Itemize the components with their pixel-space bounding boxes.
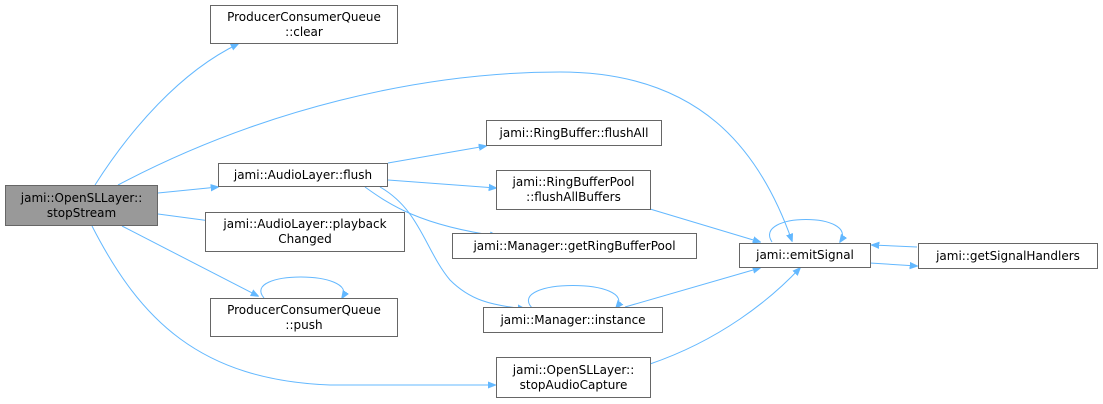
edge-manager-instance-self-loop (528, 285, 618, 309)
edge-flush-to-get-ringbufferpool (364, 186, 497, 236)
node-openslayer-stopaudiocapture-line2: stopAudioCapture (519, 377, 628, 392)
edge-stop-audio-capture-to-emit-signal (649, 268, 800, 365)
node-manager-getringbufferpool[interactable]: jami::Manager::getRingBufferPool (452, 233, 697, 259)
node-pcq-clear-line2: ::clear (285, 24, 323, 39)
edge-flush-to-manager-instance (379, 186, 525, 309)
node-emit-signal[interactable]: jami::emitSignal (739, 243, 871, 268)
node-openslayer-stopaudiocapture[interactable]: jami::OpenSLLayer:: stopAudioCapture (496, 357, 651, 398)
node-emit-signal-label: jami::emitSignal (756, 248, 854, 262)
node-pcq-clear[interactable]: ProducerConsumerQueue ::clear (210, 5, 398, 44)
node-audiolayer-flush[interactable]: jami::AudioLayer::flush (218, 163, 388, 187)
node-pcq-clear-line1: ProducerConsumerQueue (227, 9, 381, 24)
node-audiolayer-playback-changed-line1: jami::AudioLayer::playback (223, 217, 387, 231)
edge-pcq-push-self-loop (260, 276, 344, 298)
node-pcq-push-line2: ::push (285, 317, 323, 332)
edge-ringbufferpool-to-emit-signal (649, 208, 760, 242)
edge-root-to-stop-audio-capture (91, 225, 495, 385)
node-openslayer-stopaudiocapture-line1: jami::OpenSLLayer:: (512, 362, 635, 377)
node-manager-instance[interactable]: jami::Manager::instance (483, 307, 663, 333)
node-ringbufferpool-flushallbuffers-line2: ::flushAllBuffers (526, 190, 621, 204)
node-get-signal-handlers-label: jami::getSignalHandlers (936, 248, 1080, 263)
edge-get-signal-handlers-to-emit-signal (872, 245, 918, 247)
node-ringbufferpool-flushallbuffers-line1: jami::RingBufferPool (512, 175, 635, 189)
node-openslayer-stopstream[interactable]: jami::OpenSLLayer:: stopStream (5, 185, 158, 226)
edge-root-to-emit-signal (117, 71, 792, 241)
edge-flush-to-ringbufferpool-flush (387, 179, 496, 188)
node-ringbuffer-flushall[interactable]: jami::RingBuffer::flushAll (486, 120, 662, 146)
edge-root-to-pcq-clear (94, 44, 238, 186)
node-get-signal-handlers[interactable]: jami::getSignalHandlers (918, 243, 1098, 269)
node-openslayer-stopstream-line2: stopStream (46, 205, 117, 220)
node-manager-instance-label: jami::Manager::instance (500, 312, 646, 327)
node-audiolayer-playback-changed-line2: Changed (278, 232, 332, 246)
node-audiolayer-flush-label: jami::AudioLayer::flush (233, 167, 373, 182)
node-audiolayer-playback-changed[interactable]: jami::AudioLayer::playback Changed (205, 212, 405, 252)
node-ringbufferpool-flushallbuffers[interactable]: jami::RingBufferPool ::flushAllBuffers (496, 170, 651, 210)
edge-flush-to-ringbuffer-flushall (387, 146, 486, 164)
node-pcq-push-line1: ProducerConsumerQueue (227, 302, 381, 317)
edge-root-to-audio-flush (157, 187, 218, 194)
node-pcq-push[interactable]: ProducerConsumerQueue ::push (210, 298, 398, 337)
edge-emit-signal-to-get-signal-handlers (869, 263, 917, 266)
node-manager-getringbufferpool-label: jami::Manager::getRingBufferPool (473, 238, 676, 253)
edge-manager-instance-to-emit-signal (624, 268, 760, 308)
node-ringbuffer-flushall-label: jami::RingBuffer::flushAll (499, 125, 649, 140)
node-openslayer-stopstream-line1: jami::OpenSLLayer:: (20, 190, 143, 205)
edge-root-to-pcq-push (121, 225, 258, 296)
edge-emit-signal-self-loop (769, 219, 843, 243)
